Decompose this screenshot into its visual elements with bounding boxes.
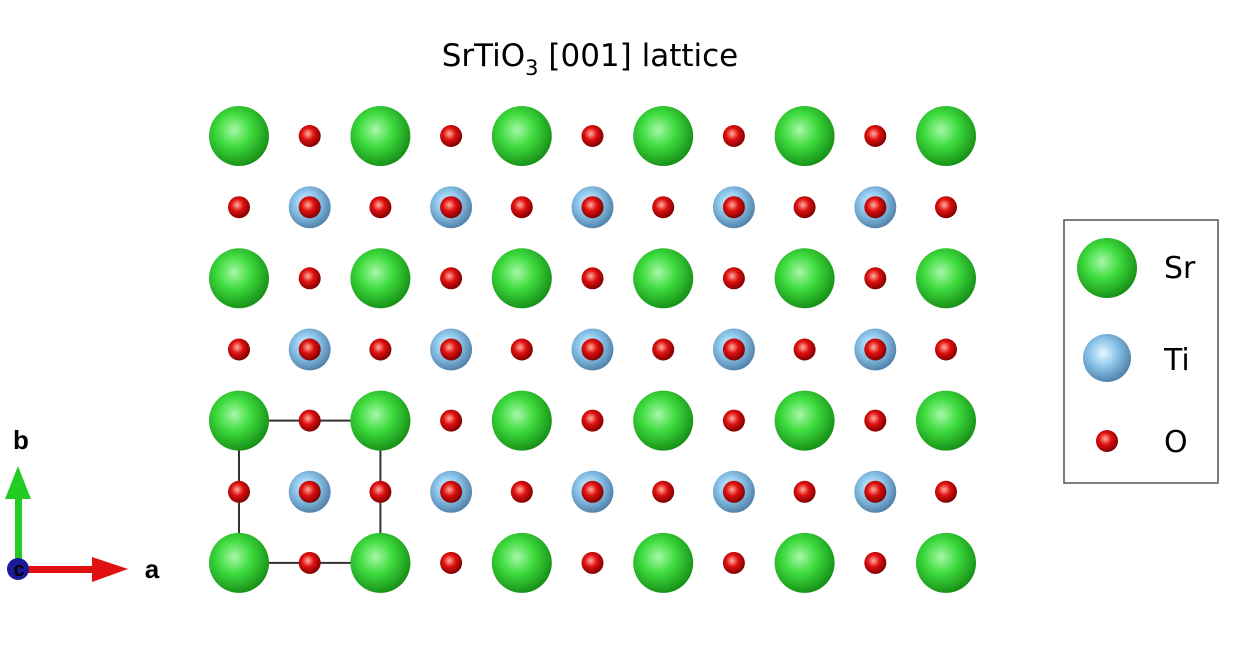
sr-atom	[633, 390, 694, 451]
o-atom	[652, 480, 675, 503]
legend-label-o: O	[1164, 425, 1188, 460]
sr-atom	[209, 248, 269, 309]
o-atom	[440, 338, 463, 361]
legend-swatch-o	[1096, 430, 1118, 452]
o-atom	[298, 196, 321, 219]
o-atom	[298, 551, 321, 574]
o-atom	[581, 267, 604, 290]
o-atom	[369, 338, 392, 361]
sr-atom	[633, 532, 694, 593]
sr-atom	[916, 532, 976, 593]
o-atom	[440, 551, 463, 574]
o-atom	[652, 338, 675, 361]
o-atom	[864, 338, 887, 361]
sr-atom	[350, 248, 411, 309]
o-atom	[369, 480, 392, 503]
sr-atom	[774, 390, 835, 451]
crystal-axes: b a c	[5, 425, 160, 584]
o-atom	[369, 196, 392, 219]
b-axis-shaft	[15, 497, 22, 564]
o-atom	[793, 196, 816, 219]
sr-atom	[491, 106, 552, 166]
o-atom	[864, 409, 887, 432]
sr-atom	[350, 532, 411, 593]
o-atom	[510, 196, 533, 219]
o-atom	[298, 267, 321, 290]
o-atom	[298, 338, 321, 361]
o-atom	[935, 338, 957, 361]
o-atom	[581, 551, 604, 574]
legend: Sr Ti O	[1063, 219, 1219, 484]
o-atom	[793, 338, 816, 361]
o-atom	[864, 480, 887, 503]
sr-atom	[916, 248, 976, 309]
c-axis-label: c	[13, 559, 24, 581]
legend-swatch-sr	[1077, 238, 1137, 298]
sr-atom	[209, 390, 269, 451]
o-atom	[864, 551, 887, 574]
o-atom	[298, 125, 321, 147]
o-atom	[722, 125, 745, 147]
o-atom	[722, 338, 745, 361]
o-atom	[581, 480, 604, 503]
a-axis-shaft	[18, 566, 94, 573]
sr-atom	[916, 106, 976, 166]
o-atom	[652, 196, 675, 219]
o-atom	[722, 409, 745, 432]
o-atom	[935, 196, 957, 219]
o-atom	[581, 409, 604, 432]
sr-atom	[774, 532, 835, 593]
o-atom	[440, 125, 463, 147]
sr-atom	[350, 390, 411, 451]
figure-title: SrTiO3 [001] lattice	[442, 38, 739, 80]
o-atom	[935, 480, 957, 503]
o-atom	[581, 125, 604, 147]
legend-label-ti: Ti	[1163, 343, 1190, 378]
sr-atom	[633, 248, 694, 309]
o-atom	[722, 480, 745, 503]
sr-atom	[491, 390, 552, 451]
o-atom	[722, 551, 745, 574]
sr-atom	[633, 106, 694, 166]
o-atom	[298, 480, 321, 503]
o-atom	[440, 196, 463, 219]
c-axis-dot	[7, 558, 29, 580]
legend-swatch-ti	[1083, 334, 1131, 382]
o-atom	[440, 409, 463, 432]
o-atom	[722, 196, 745, 219]
o-atom	[228, 196, 250, 219]
b-axis-arrowhead	[5, 466, 31, 499]
a-axis-arrowhead	[92, 557, 128, 582]
o-atom	[440, 267, 463, 290]
o-atom	[228, 480, 250, 503]
b-axis-label: b	[13, 425, 29, 455]
o-atom	[510, 338, 533, 361]
o-atom	[298, 409, 321, 432]
o-atom	[581, 338, 604, 361]
o-atom	[864, 267, 887, 290]
sr-atom	[350, 106, 411, 166]
legend-label-sr: Sr	[1164, 251, 1196, 286]
a-axis-label: a	[145, 554, 160, 584]
sr-atom	[491, 248, 552, 309]
sr-atom	[916, 390, 976, 451]
o-atom	[510, 480, 533, 503]
sr-atom	[774, 248, 835, 309]
sr-atom	[209, 532, 269, 593]
sr-atom	[209, 106, 269, 166]
o-atom	[793, 480, 816, 503]
o-atom	[864, 125, 887, 147]
atom-layer	[209, 106, 976, 593]
o-atom	[228, 338, 250, 361]
o-atom	[440, 480, 463, 503]
sr-atom	[491, 532, 552, 593]
o-atom	[864, 196, 887, 219]
o-atom	[581, 196, 604, 219]
o-atom	[722, 267, 745, 290]
sr-atom	[774, 106, 835, 166]
